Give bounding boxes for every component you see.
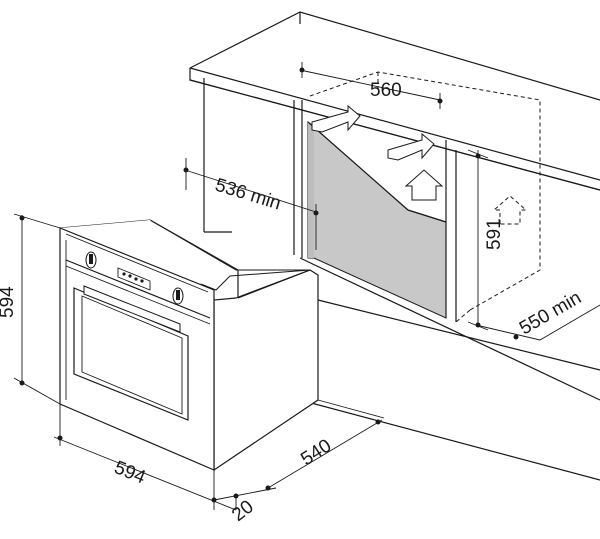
- cabinet-recess: [301, 100, 457, 322]
- dimension-lines: [13, 62, 600, 511]
- dim-oven-height: 594: [0, 286, 18, 318]
- knob-right-icon: [172, 287, 184, 305]
- airflow-up-arrow-icon: [404, 169, 444, 201]
- vent-arrow-left-icon: [311, 104, 361, 133]
- cabinet-left-panel: [203, 78, 295, 255]
- dim-oven-front-depth: 20: [228, 496, 258, 526]
- counter-base: [299, 257, 600, 481]
- dim-cabinet-height: 591: [484, 218, 505, 250]
- oven-front: [59, 220, 215, 471]
- airflow-up-arrow-dashed-icon: [492, 195, 528, 225]
- dim-cabinet-depth-right-min: 550 min: [516, 287, 585, 339]
- knob-left-icon: [85, 251, 97, 269]
- cavity-outline: [309, 71, 541, 323]
- door-handle: [83, 285, 181, 333]
- worktop: [189, 11, 600, 191]
- dim-oven-width: 594: [111, 457, 149, 489]
- display-panel: [117, 267, 151, 291]
- vent-arrow-right-icon: [387, 132, 435, 161]
- oven-control-panel: [85, 251, 184, 305]
- oven-door: [73, 285, 189, 421]
- dim-cabinet-depth-min: 536 min: [213, 175, 284, 215]
- dim-cabinet-width: 560: [370, 80, 402, 101]
- dim-oven-depth: 540: [297, 435, 335, 470]
